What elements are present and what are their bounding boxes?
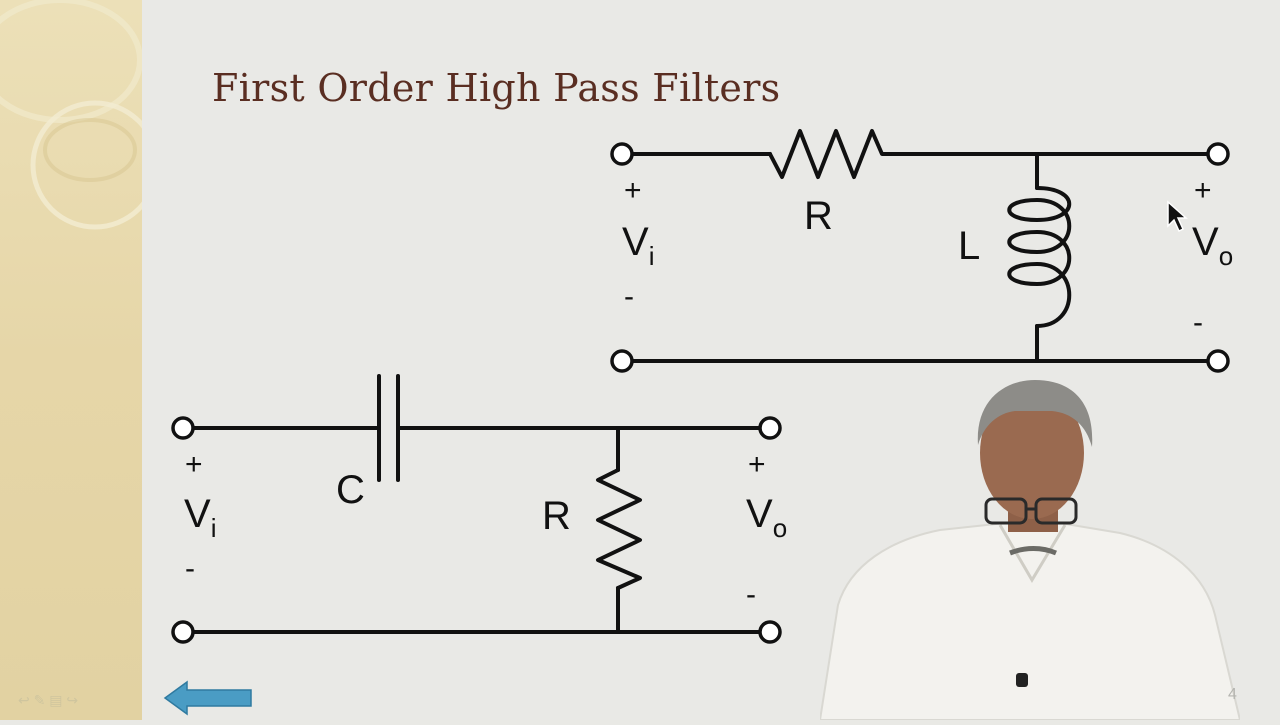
cr-circuit-wires [191,426,762,634]
cr-capacitor-symbol [377,374,400,482]
presenter-video [820,380,1240,720]
cr-input-plus: + [185,448,203,481]
cr-capacitor-label: C [336,468,365,512]
rl-output-terminal-bottom [1206,349,1230,373]
slide-title: First Order High Pass Filters [212,66,781,110]
rl-output-terminal-top [1206,142,1230,166]
rl-output-minus: - [1193,306,1203,339]
rl-input-voltage-label: Vi [622,220,655,271]
presenter-head [980,387,1084,519]
menu-icon[interactable]: ▤ [49,692,63,708]
lapel-microphone [1016,673,1028,687]
rl-input-terminal-top [610,142,634,166]
rl-input-terminal-bottom [610,349,634,373]
rl-input-plus: + [624,174,642,207]
cr-input-minus: - [185,552,195,585]
presenter-glasses [984,497,1078,525]
forward-icon[interactable]: ↪ [66,692,79,708]
back-icon[interactable]: ↩ [18,692,30,708]
slide-number: 4 [1228,686,1237,703]
cr-resistor-symbol [596,468,642,590]
cr-input-terminal-top [171,416,195,440]
back-arrow-button[interactable] [163,680,255,716]
rl-output-voltage-label: Vo [1192,220,1234,271]
cr-output-voltage-label: Vo [746,492,788,543]
cr-output-terminal-top [758,416,782,440]
rl-circuit-wires [630,152,1210,363]
rl-resistor-symbol [768,129,892,179]
cr-output-terminal-bottom [758,620,782,644]
pen-icon[interactable]: ✎ [33,692,46,708]
rl-inductor-symbol [1007,186,1072,328]
rl-resistor-label: R [804,194,833,238]
decorative-sidebar [0,0,160,720]
presentation-controls[interactable]: ↩ ✎ ▤ ↪ [18,692,78,709]
presenter-shirt [820,522,1240,720]
rl-output-plus: + [1194,174,1212,207]
mouse-pointer-icon [1167,200,1188,233]
cr-input-terminal-bottom [171,620,195,644]
cr-resistor-label: R [542,494,571,538]
presenter-hair [977,380,1093,447]
cr-input-voltage-label: Vi [184,492,217,543]
rl-input-minus: - [624,280,634,313]
cr-output-minus: - [746,578,756,611]
rl-inductor-label: L [958,224,981,268]
cr-output-plus: + [748,448,766,481]
